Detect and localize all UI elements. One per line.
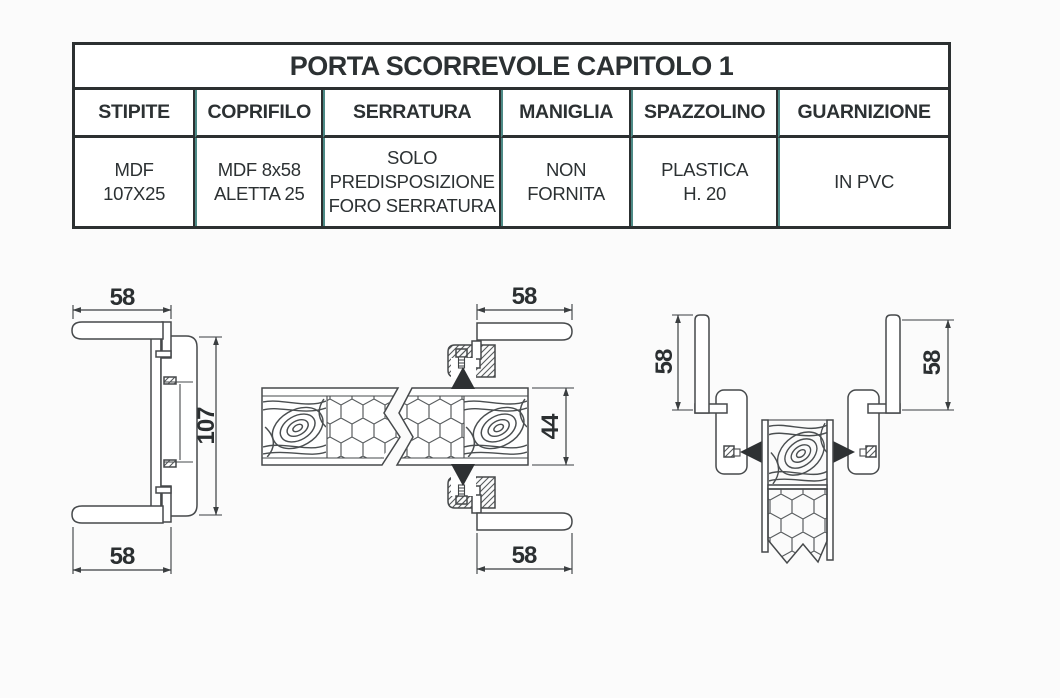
upper-coprifilo-bar <box>476 322 573 341</box>
left-jamb-body <box>715 389 748 475</box>
cell-spazzolino-value: PLASTICA H. 20 <box>631 138 779 226</box>
svg-text:58: 58 <box>110 543 135 570</box>
column-header-serratura: SERRATURA <box>323 90 502 138</box>
left-coprifilo-bar <box>694 314 710 414</box>
cell-serratura-value: SOLO PREDISPOSIZIONE FORO SERRATURA <box>323 138 502 226</box>
svg-text:58: 58 <box>110 284 135 311</box>
spec-table: PORTA SCORREVOLE CAPITOLO 1 STIPITE COPR… <box>72 42 951 229</box>
column-header-spazzolino: SPAZZOLINO <box>631 90 779 138</box>
dimension-thickness-44: 44 <box>532 387 574 466</box>
dimension-right-58: 58 <box>902 319 954 411</box>
column-header-coprifilo: COPRIFILO <box>195 90 324 138</box>
right-coprifilo-bar <box>885 314 901 414</box>
left-brush <box>723 441 762 463</box>
lower-coprifilo-bar <box>476 512 573 531</box>
drawing-door-horizontal-section: 58 44 58 <box>261 283 574 574</box>
dimension-top-58: 58 <box>476 283 573 320</box>
dimension-bottom-58: 58 <box>476 533 573 574</box>
table-title: PORTA SCORREVOLE CAPITOLO 1 <box>75 45 948 90</box>
cell-stipite-value: MDF 107X25 <box>75 138 196 226</box>
column-header-guarnizione: GUARNIZIONE <box>778 90 948 138</box>
svg-text:44: 44 <box>537 413 564 439</box>
dimension-left-58: 58 <box>651 314 693 411</box>
svg-text:58: 58 <box>512 283 537 310</box>
svg-text:58: 58 <box>512 542 537 569</box>
drawing-door-track-section: 58 58 <box>651 314 954 565</box>
dimension-bottom-58: 58 <box>72 527 172 574</box>
svg-text:107: 107 <box>193 407 220 445</box>
upper-brush <box>451 348 476 389</box>
right-brush <box>833 441 877 463</box>
cell-guarnizione-value: IN PVC <box>778 138 948 226</box>
bottom-stub-flange <box>155 486 172 494</box>
guide-channel <box>163 376 193 468</box>
right-jamb-body <box>847 389 880 475</box>
column-header-maniglia: MANIGLIA <box>501 90 632 138</box>
top-stub <box>161 321 172 359</box>
lower-brush <box>451 464 476 505</box>
door-panel-vertical <box>761 419 834 565</box>
cell-maniglia-value: NON FORNITA <box>501 138 632 226</box>
upper-jamb-piece <box>447 322 573 389</box>
drawing-jamb-vertical-section: 58 107 58 <box>71 284 222 574</box>
dimension-height-107: 107 <box>193 336 222 516</box>
top-stub-flange <box>155 350 172 358</box>
top-coprifilo-bar <box>71 321 164 340</box>
dimension-top-58: 58 <box>72 284 172 319</box>
column-header-stipite: STIPITE <box>75 90 196 138</box>
svg-text:58: 58 <box>651 349 678 374</box>
svg-text:58: 58 <box>919 350 946 375</box>
bottom-coprifilo-bar <box>71 505 164 524</box>
table-grid: STIPITE COPRIFILO SERRATURA MANIGLIA SPA… <box>75 90 948 226</box>
door-panel-right-half <box>395 387 529 466</box>
cell-coprifilo-value: MDF 8x58 ALETTA 25 <box>195 138 324 226</box>
door-panel-left-half <box>261 387 401 466</box>
bottom-stub <box>161 485 172 523</box>
lower-jamb-piece <box>447 464 573 531</box>
